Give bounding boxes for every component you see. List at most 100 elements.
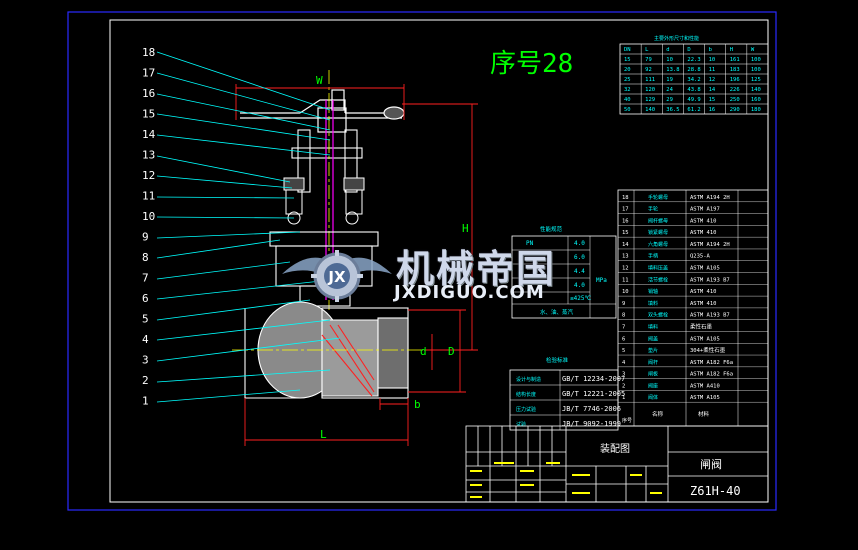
leader-number: 4: [142, 333, 149, 346]
size-header: D: [687, 47, 690, 53]
leader-number: 5: [142, 313, 149, 326]
size-cell: 25: [624, 77, 631, 83]
size-cell: 28.8: [687, 67, 700, 73]
leader-number: 13: [142, 149, 155, 162]
size-header: b: [709, 47, 712, 53]
part-name: 手轮: [648, 206, 658, 213]
leader-number: 10: [142, 210, 155, 223]
gland-bolts: [283, 177, 365, 225]
size-cell: 20: [624, 67, 631, 73]
drawing-name: 装配图: [600, 442, 630, 455]
part-name: 闸阀: [700, 457, 722, 471]
part-material: ASTM 410: [690, 301, 717, 307]
part-name: 阀盖: [648, 335, 658, 342]
part-material: ASTM 410: [690, 289, 717, 295]
dim-d: d: [420, 345, 427, 358]
perf-value: 4.0: [574, 240, 585, 247]
dim-w: W: [316, 74, 323, 87]
part-name: 阀体: [648, 394, 658, 401]
part-name: 阀杆螺母: [648, 217, 668, 224]
size-cell: 129: [645, 97, 655, 103]
part-material: Q235-A: [690, 254, 711, 260]
leader-number: 14: [142, 128, 156, 141]
part-number: 15: [622, 230, 629, 236]
std-value: JB/T 9092-1999: [562, 420, 621, 428]
size-header: L: [645, 47, 649, 53]
part-material: ASTM A182 F6a: [690, 360, 733, 366]
handwheel: [240, 89, 405, 133]
size-cell: 14: [709, 87, 716, 93]
size-cell: 16: [709, 107, 716, 113]
size-cell: 15: [709, 97, 716, 103]
std-value: GB/T 12234-2007: [562, 375, 625, 383]
part-number: 11: [622, 277, 629, 283]
part-material: 304+柔性石墨: [690, 346, 726, 354]
size-cell: 12: [709, 77, 716, 83]
leader-number: 15: [142, 108, 155, 121]
watermark-logo-icon: JX: [282, 250, 392, 302]
part-material: ASTM A105: [690, 336, 720, 342]
part-number: 8: [622, 313, 625, 319]
part-number: 2: [622, 383, 625, 389]
part-number: 12: [622, 266, 629, 272]
size-cell: 29: [666, 97, 673, 103]
size-cell: 50: [624, 107, 631, 113]
size-cell: 22.3: [687, 57, 700, 63]
part-number: 10: [622, 289, 629, 295]
size-cell: 196: [730, 77, 740, 83]
part-material: ASTM A105: [690, 266, 720, 272]
part-material: ASTM A194 2H: [690, 195, 730, 201]
leader-number: 7: [142, 272, 149, 285]
size-cell: 92: [645, 67, 652, 73]
std-table-title: 检验标准: [546, 356, 569, 364]
part-number: 13: [622, 254, 629, 260]
model-number: Z61H-40: [690, 484, 741, 498]
size-cell: 24: [666, 87, 673, 93]
part-name: 手柄: [648, 253, 658, 260]
part-material: ASTM 410: [690, 230, 717, 236]
size-cell: 34.2: [687, 77, 700, 83]
size-cell: 15: [624, 57, 631, 63]
dim-l: L: [320, 428, 327, 441]
perf-table-title: 性能规范: [540, 225, 563, 233]
size-cell: 13.8: [666, 67, 679, 73]
part-material: 柔性石墨: [690, 322, 713, 330]
leader-number: 2: [142, 374, 149, 387]
part-material: ASTM A197: [690, 207, 720, 213]
part-number: 9: [622, 301, 625, 307]
std-key: 试验: [516, 421, 526, 428]
outer-border: [67, 11, 777, 511]
part-number: 17: [622, 207, 629, 213]
leader-number: 18: [142, 46, 155, 59]
size-cell: 100: [751, 67, 761, 73]
size-cell: 32: [624, 87, 631, 93]
part-number: 18: [622, 195, 629, 201]
size-cell: 11: [709, 67, 716, 73]
part-material: ASTM 410: [690, 218, 717, 224]
size-cell: 125: [751, 77, 761, 83]
perf-value: 6.0: [574, 254, 585, 261]
watermark-title: 机械帝国: [396, 247, 557, 291]
size-cell: 161: [730, 57, 740, 63]
parts-footer-n: 序号: [622, 417, 632, 424]
size-cell: 43.8: [687, 87, 700, 93]
parts-footer-mat: 材料: [698, 410, 710, 418]
leader-number: 6: [142, 292, 149, 305]
perf-temp: ≤425℃: [570, 295, 591, 302]
part-number: 6: [622, 336, 625, 342]
title-block-marks: [470, 462, 662, 498]
part-material: ASTM A193 B7: [690, 277, 730, 283]
part-number: 1: [622, 395, 625, 401]
perf-pn: PN: [526, 240, 534, 247]
leader-number: 17: [142, 67, 155, 80]
part-name: 填料: [648, 323, 658, 330]
perf-value: 4.0: [574, 282, 585, 289]
parts-footer-name: 名称: [652, 410, 664, 418]
std-value: JB/T 7746-2006: [562, 405, 621, 413]
part-name: 手轮螺母: [648, 194, 668, 201]
leader-number: 3: [142, 354, 149, 367]
serial-label: 序号28: [490, 49, 573, 79]
std-key: 结构长度: [516, 391, 536, 398]
part-material: ASTM A105: [690, 395, 720, 401]
